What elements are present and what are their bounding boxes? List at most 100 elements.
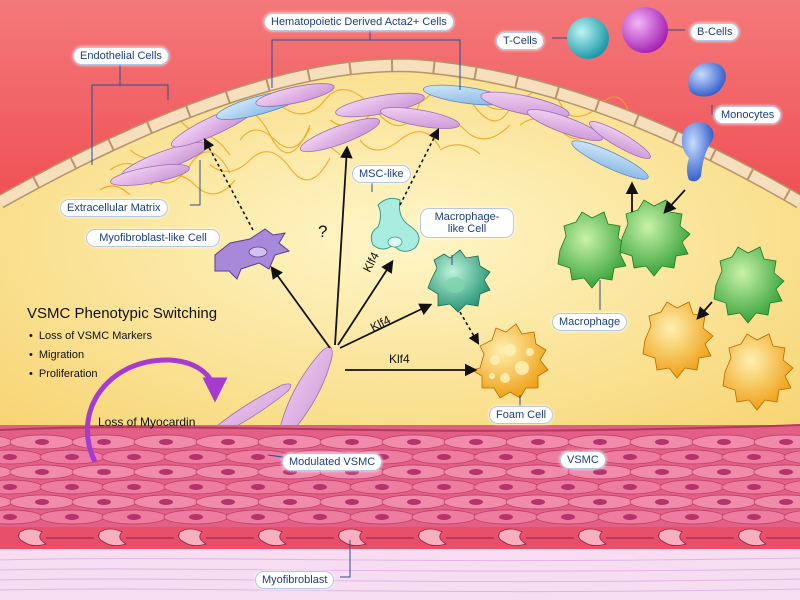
vsmc-nucleus (499, 484, 513, 490)
vsmc-nucleus (345, 439, 359, 445)
label-endothelial-cells: Endothelial Cells (73, 47, 169, 65)
vsmc-nucleus (469, 499, 483, 505)
vsmc-nucleus (221, 439, 235, 445)
vsmc-nucleus (375, 484, 389, 490)
vsmc-nucleus (623, 514, 637, 520)
label-b-cells: B-Cells (690, 23, 740, 41)
vsmc-nucleus (593, 439, 607, 445)
vsmc-nucleus (407, 469, 421, 475)
vsmc-nucleus (159, 469, 173, 475)
vsmc-nucleus (531, 499, 545, 505)
vsmc-nucleus (35, 499, 49, 505)
vsmc-nucleus (655, 499, 669, 505)
vsmc-nucleus (623, 454, 637, 460)
vsmc-nucleus (97, 469, 111, 475)
myofibroblast-cell (418, 528, 447, 546)
msc-like-cell-shape (370, 197, 420, 252)
vsmc-nucleus (779, 499, 793, 505)
vsmc-nucleus (283, 439, 297, 445)
intimal-spindle-cells (110, 83, 651, 186)
differentiation-arrows (270, 145, 713, 377)
vsmc-nucleus (717, 439, 731, 445)
myofibroblast-cells (18, 528, 800, 546)
vsmc-nucleus (283, 499, 297, 505)
vsmc-nucleus (437, 514, 451, 520)
myofibroblast-cell (578, 528, 607, 546)
myofibroblast-cell (258, 528, 287, 546)
vsmc-nucleus (189, 454, 203, 460)
vsmc-nucleus (655, 439, 669, 445)
myofibroblast-cell (178, 528, 207, 546)
vsmc-nucleus (35, 439, 49, 445)
vsmc-nucleus (685, 514, 699, 520)
vsmc-nucleus (35, 469, 49, 475)
vsmc-nucleus (221, 499, 235, 505)
vsmc-nucleus (313, 514, 327, 520)
vsmc-nucleus (685, 484, 699, 490)
vsmc-nucleus (97, 439, 111, 445)
vsmc-nucleus (779, 469, 793, 475)
label-macrophage: Macrophage (552, 313, 628, 331)
vsmc-nucleus (313, 484, 327, 490)
vsmc-nucleus (65, 484, 79, 490)
vsmc-nucleus (779, 439, 793, 445)
myofibroblast-cell (98, 528, 127, 546)
vsmc-nucleus (655, 469, 669, 475)
switching-bullet-1: Loss of VSMC Markers (29, 330, 152, 342)
vsmc-nucleus (3, 484, 17, 490)
vsmc-nucleus (65, 454, 79, 460)
vsmc-cell (783, 510, 800, 524)
vsmc-nucleus (747, 484, 761, 490)
b-cell (622, 7, 668, 53)
vsmc-nucleus (747, 454, 761, 460)
label-monocytes: Monocytes (714, 106, 782, 124)
foam-cell-cluster (642, 301, 794, 411)
vsmc-nucleus (159, 499, 173, 505)
vsmc-cell (753, 434, 800, 450)
loss-of-myocardin-arrow (84, 357, 228, 464)
switching-bullet-3: Proliferation (29, 368, 98, 380)
label-extracellular-matrix: Extracellular Matrix (60, 199, 168, 217)
vsmc-nucleus (251, 454, 265, 460)
label-modulated-vsmc: Modulated VSMC (282, 453, 383, 471)
vsmc-nucleus (623, 484, 637, 490)
label-myofibroblast: Myofibroblast (255, 571, 335, 589)
label-myofibroblast-like: Myofibroblast-like Cell (86, 229, 220, 247)
label-foam-cell: Foam Cell (489, 406, 554, 424)
dotted-arrows (203, 128, 480, 345)
vsmc-cell (753, 464, 800, 480)
vsmc-nucleus (531, 469, 545, 475)
foam-cell-shape (470, 323, 549, 399)
vsmc-nucleus (251, 514, 265, 520)
vsmc-nucleus (251, 484, 265, 490)
vsmc-nucleus (499, 514, 513, 520)
vsmc-nucleus (593, 469, 607, 475)
vsmc-cell (783, 480, 800, 494)
label-msc-like: MSC-like (352, 165, 411, 183)
vsmc-nucleus (345, 499, 359, 505)
vsmc-nucleus (717, 469, 731, 475)
vsmc-nucleus (375, 514, 389, 520)
vsmc-nucleus (189, 514, 203, 520)
vsmc-nucleus (561, 484, 575, 490)
label-t-cells: T-Cells (496, 32, 545, 50)
vsmc-nucleus (127, 454, 141, 460)
myofibroblast-like-cell-shape (214, 228, 291, 280)
label-loss-of-myocardin: Loss of Myocardin (98, 415, 196, 429)
vsmc-nucleus (593, 499, 607, 505)
macrophage-cluster (557, 199, 785, 324)
switching-title: VSMC Phenotypic Switching (27, 305, 218, 322)
monocyte (688, 62, 726, 97)
switching-bullet-2: Migration (29, 349, 84, 361)
transmigrating-monocyte (681, 122, 714, 182)
vsmc-nucleus (127, 514, 141, 520)
vsmc-nucleus (437, 484, 451, 490)
vsmc-nucleus (747, 514, 761, 520)
myofibroblast-cell (498, 528, 527, 546)
vsmc-nucleus (407, 439, 421, 445)
vsmc-cell (783, 450, 800, 464)
vsmc-cell (753, 494, 800, 510)
klf4-label-foam: Klf4 (389, 352, 410, 366)
